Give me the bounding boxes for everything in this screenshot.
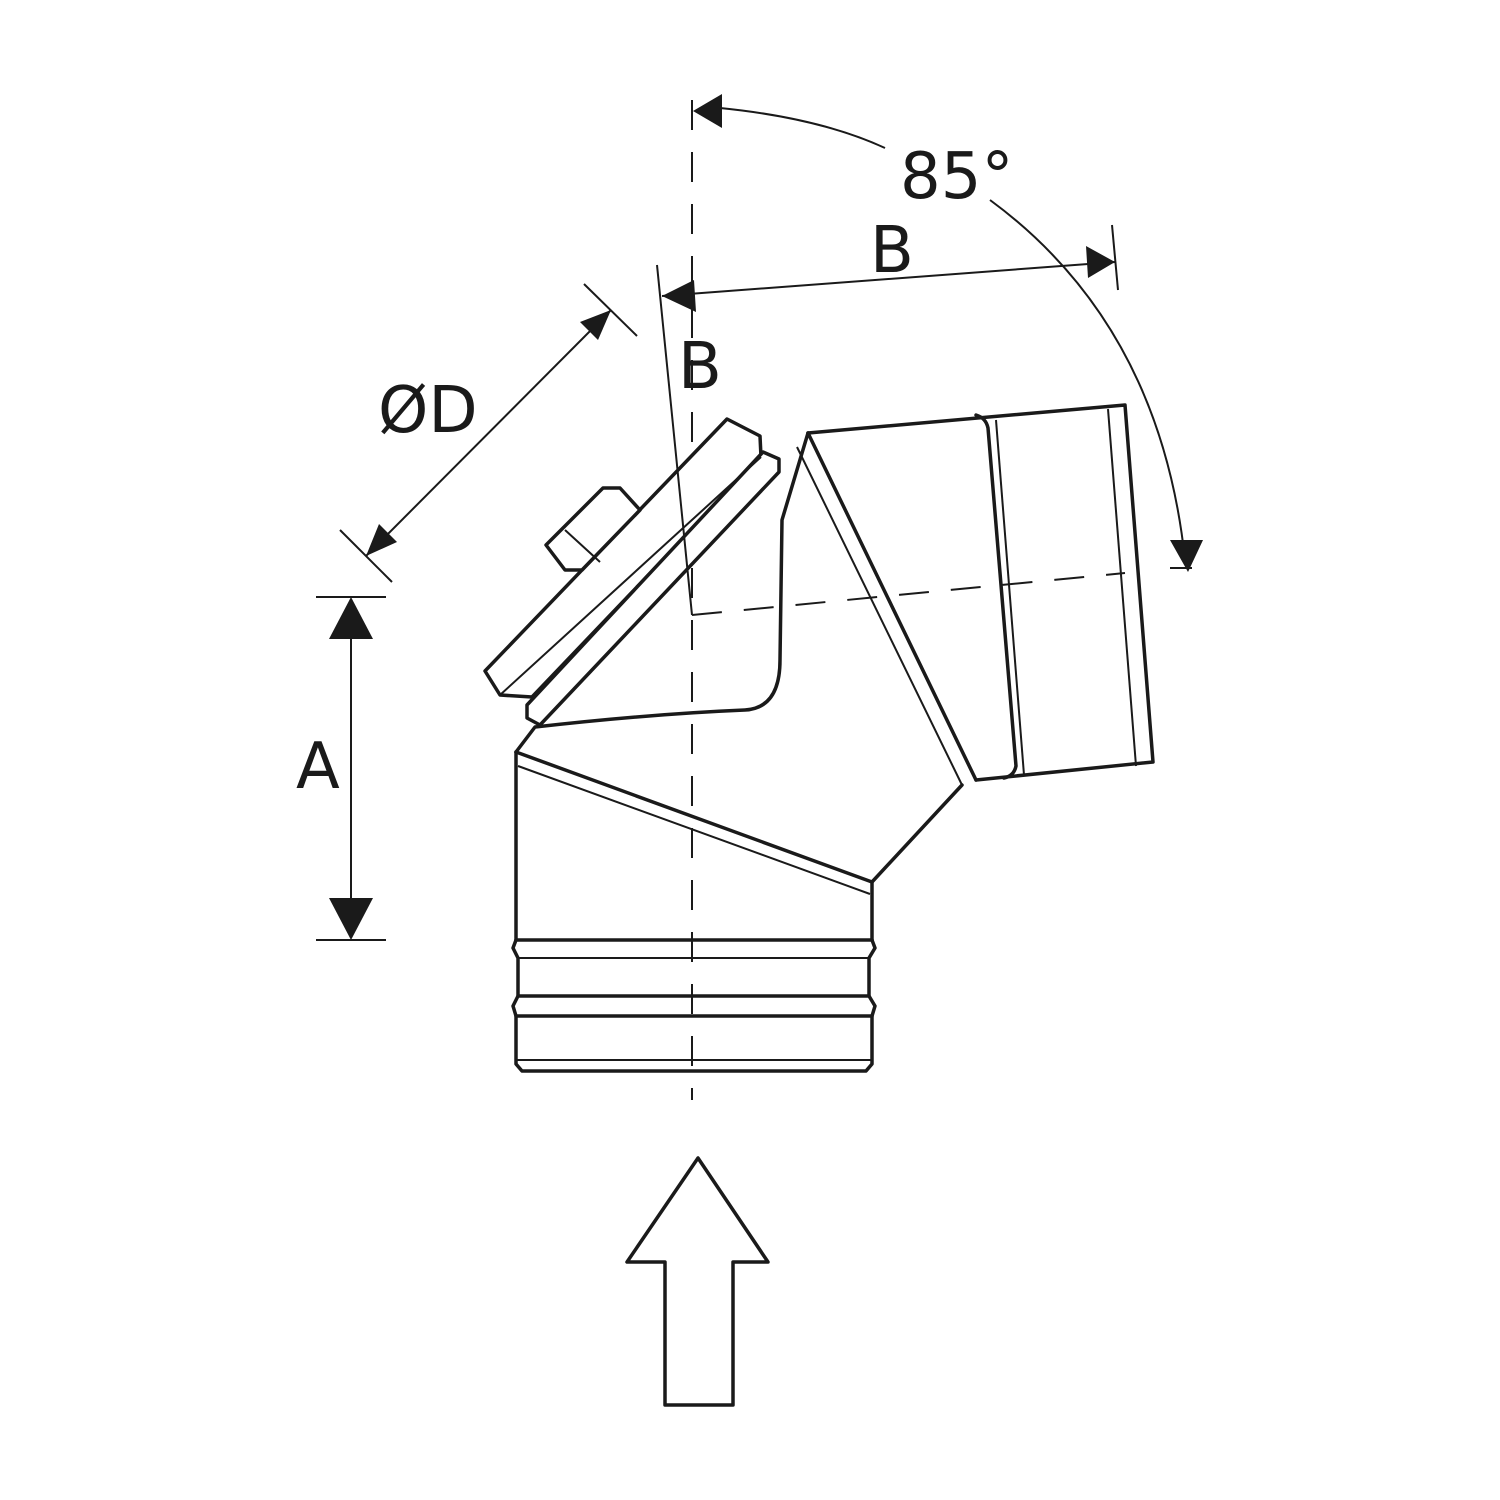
cap-knob <box>544 486 642 572</box>
angle-dimension <box>693 94 1203 572</box>
diameter-label: ØD <box>378 374 478 448</box>
a-label: A <box>296 730 340 804</box>
a-dimension <box>316 596 386 941</box>
flow-direction-arrow <box>625 1156 770 1407</box>
inspection-cap <box>483 417 781 727</box>
lower-pipe-segment <box>514 750 874 942</box>
bottom-socket <box>511 938 877 1073</box>
centerlines <box>691 100 1126 1100</box>
b-horizontal-dimension <box>661 224 1119 312</box>
b-horizontal-label: B <box>870 214 914 288</box>
b-vertical-label: B <box>678 330 722 404</box>
angle-label: 85° <box>900 140 1013 214</box>
b-vertical-reference-line <box>656 264 693 616</box>
middle-pipe-segment <box>514 431 978 884</box>
diameter-dimension <box>339 283 638 583</box>
upper-pipe-segment <box>806 403 1155 782</box>
